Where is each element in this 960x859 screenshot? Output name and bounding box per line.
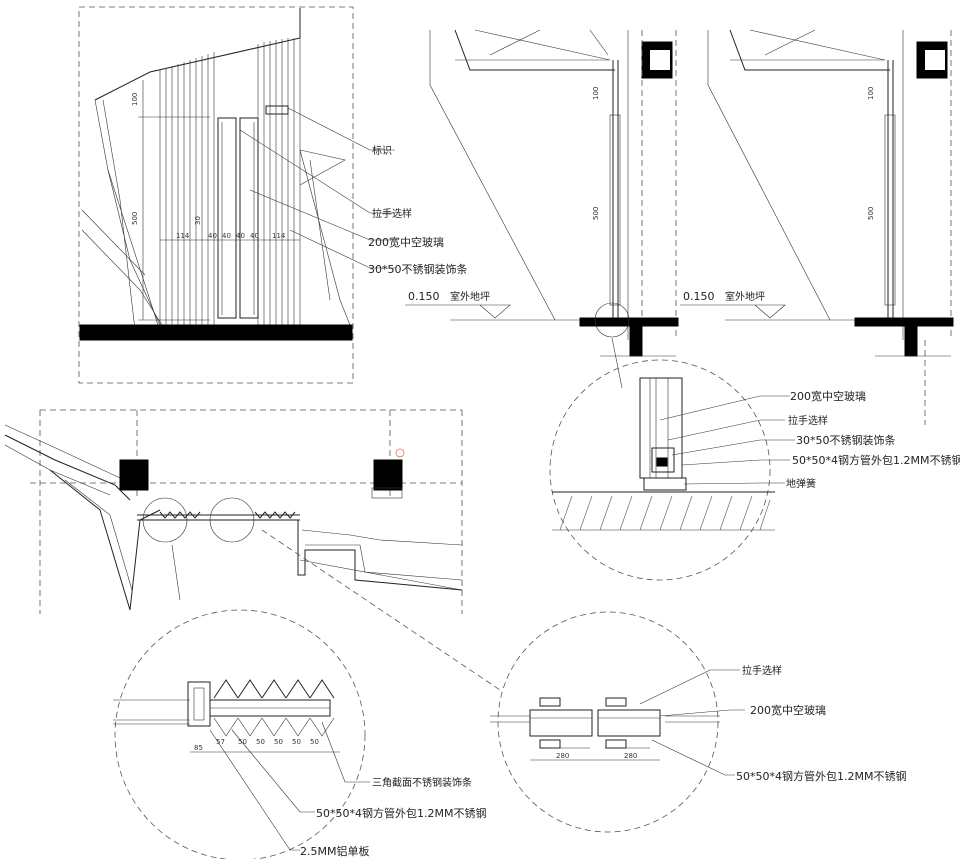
dim-w5: 40 xyxy=(250,232,259,240)
dim-door-h: 30 xyxy=(194,216,202,225)
column-left xyxy=(119,459,149,491)
detail-section-trim: 30*50不锈钢装饰条 xyxy=(796,433,896,447)
door-plan xyxy=(4,409,501,691)
section-left: 100 500 0.150 室外地坪 xyxy=(405,29,679,357)
section-left-dim-mid: 500 xyxy=(592,207,600,220)
detail-plan-right: 280 280 拉手选样 200宽中空玻璃 50*50*4钢方管外包1.2MM不… xyxy=(490,611,906,833)
plan-right-dim-1: 280 xyxy=(624,752,637,760)
plan-left-dim-6: 50 xyxy=(310,738,319,746)
column-right xyxy=(373,459,403,491)
label-trim: 30*50不锈钢装饰条 xyxy=(368,262,468,276)
section-left-dim-top: 100 xyxy=(592,87,600,100)
section-right-level-note: 室外地坪 xyxy=(725,290,765,303)
plan-left-dim-5: 50 xyxy=(292,738,301,746)
section-right: 100 500 0.150 室外地坪 xyxy=(680,29,954,425)
plan-left-dim-2: 50 xyxy=(238,738,247,746)
section-left-level-note: 室外地坪 xyxy=(450,290,490,303)
dim-height: 500 xyxy=(131,212,139,225)
plan-left-plate: 2.5MM铝单板 xyxy=(300,844,369,858)
detail-section-glass: 200宽中空玻璃 xyxy=(790,389,866,403)
dim-w6: 114 xyxy=(272,232,286,240)
door-leaf-left xyxy=(217,117,237,319)
detail-section-spring: 地弹簧 xyxy=(786,477,816,490)
label-glass: 200宽中空玻璃 xyxy=(368,235,444,249)
plan-left-dim-1: 57 xyxy=(216,738,225,746)
label-sign: 标识 xyxy=(372,145,392,157)
section-right-dim-top: 100 xyxy=(867,87,875,100)
door-elevation: 100 500 30 114 40 40 40 40 114 标识 拉手选样 2… xyxy=(78,6,468,384)
section-left-level: 0.150 xyxy=(408,290,440,303)
plan-triangle-trim xyxy=(159,511,296,519)
dim-w3: 40 xyxy=(222,232,231,240)
elevation-frame xyxy=(78,6,354,384)
vertical-slats xyxy=(159,38,301,325)
detail-section-tube: 50*50*4钢方管外包1.2MM不锈钢 xyxy=(792,453,960,467)
section-right-level: 0.150 xyxy=(683,290,715,303)
dim-w4: 40 xyxy=(236,232,245,240)
ground-slab xyxy=(79,324,353,341)
plan-left-dim-3: 50 xyxy=(256,738,265,746)
plan-left-triangle: 三角截面不锈钢装饰条 xyxy=(372,776,472,789)
plan-right-handle: 拉手选样 xyxy=(742,664,782,677)
detail-plan-left: 85 57 50 50 50 50 50 三角截面不锈钢装饰条 50*50*4钢… xyxy=(113,609,486,859)
dim-w1: 114 xyxy=(176,232,190,240)
label-handle: 拉手选样 xyxy=(372,207,412,220)
plan-right-glass: 200宽中空玻璃 xyxy=(750,703,826,717)
triangle-trim-row xyxy=(213,679,335,737)
plan-left-dim-0: 85 xyxy=(194,744,203,752)
plan-right-dim-0: 280 xyxy=(556,752,569,760)
detail-section-circle: 200宽中空玻璃 拉手选样 30*50不锈钢装饰条 50*50*4钢方管外包1.… xyxy=(549,337,960,581)
plan-left-dim-4: 50 xyxy=(274,738,283,746)
dim-top: 100 xyxy=(131,93,139,106)
sign-box xyxy=(265,105,289,115)
detail-section-handle: 拉手选样 xyxy=(788,414,828,427)
door-leaf-right xyxy=(239,117,259,319)
plan-right-tube: 50*50*4钢方管外包1.2MM不锈钢 xyxy=(736,769,906,783)
section-right-dim-mid: 500 xyxy=(867,207,875,220)
dim-w2: 40 xyxy=(208,232,217,240)
plan-left-tube: 50*50*4钢方管外包1.2MM不锈钢 xyxy=(316,806,486,820)
